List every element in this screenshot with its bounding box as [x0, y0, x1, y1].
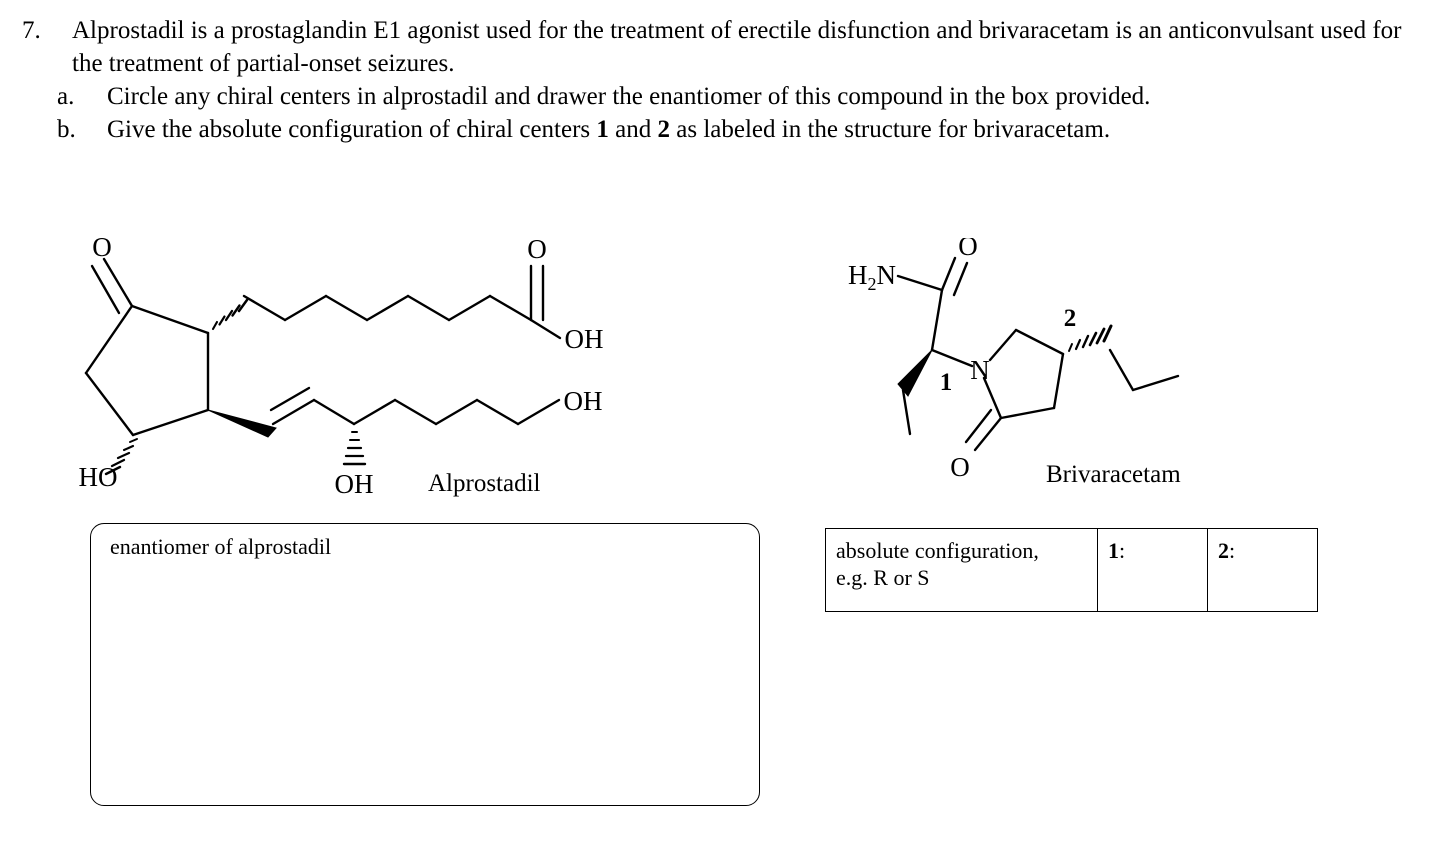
bond-lower-3 [393, 398, 438, 426]
bond-stereo1-n [930, 348, 974, 368]
bond-ring-c3-c4 [131, 408, 210, 437]
question-part-b: b. Give the absolute configuration of ch… [22, 113, 1432, 146]
config-cell-1-label: 1 [1108, 538, 1119, 563]
atom-label-lactam-oxygen: O [950, 452, 970, 482]
bond-ring-c3-c2 [999, 406, 1056, 420]
config-cell-2-label: 2 [1218, 538, 1229, 563]
part-b-text-after: as labeled in the structure for brivarac… [670, 116, 1111, 143]
bond-amide-co-double-a [940, 256, 957, 292]
part-b-text-before: Give the absolute configuration of chira… [107, 116, 597, 143]
atom-label-carboxyl-hydroxyl: OH [565, 324, 604, 354]
absolute-configuration-table: absolute configuration, e.g. R or S 1: 2… [825, 528, 1318, 612]
bond-ketone-double-a [102, 257, 134, 308]
table-row: absolute configuration, e.g. R or S 1: 2… [825, 528, 1318, 612]
bond-ring-c4-c3 [1052, 352, 1065, 410]
config-cell-2-colon: : [1229, 538, 1236, 563]
part-b-locant-2: 2 [657, 116, 671, 143]
bond-ring-n-c5 [988, 328, 1018, 362]
bond-carboxyl-oh [529, 318, 562, 340]
amide-n-subscript: 2 [868, 274, 877, 294]
question-block: 7. Alprostadil is a prostaglandin E1 ago… [22, 14, 1432, 146]
bond-lower-2 [352, 398, 397, 426]
brivaracetam-name-label: Brivaracetam [1046, 461, 1181, 488]
question-number: 7. [22, 17, 41, 44]
bond-upper-3 [324, 294, 369, 322]
bond-propyl-1 [1108, 348, 1135, 392]
part-a-text: Circle any chiral centers in alprostadil… [107, 83, 1151, 110]
part-b-text: Give the absolute configuration of chira… [107, 113, 1432, 146]
atom-label-chain-hydroxyl: OH [335, 469, 374, 499]
alprostadil-structure: O HO O OH OH OH Alprostadil [60, 228, 720, 508]
atom-label-carboxyl-oxygen: O [527, 234, 547, 264]
alprostadil-name-label: Alprostadil [428, 470, 541, 497]
bond-upper-5 [406, 294, 451, 322]
config-description-line2: e.g. R or S [836, 565, 930, 590]
brivaracetam-structure: H2N O N O 1 2 Brivaracetam [820, 238, 1290, 498]
bond-ethyl-terminal [901, 388, 912, 436]
config-answer-cell-1[interactable]: 1: [1097, 528, 1208, 612]
part-b-text-mid: and [608, 116, 658, 143]
bond-amide-c-stereo1 [930, 288, 944, 352]
config-description-cell: absolute configuration, e.g. R or S [825, 528, 1098, 612]
bold-wedge-stereo1-ethyl [897, 349, 933, 397]
bond-alkene-a [271, 398, 316, 426]
bond-ring-c4-c5 [84, 371, 135, 437]
atom-label-ketone-oxygen: O [92, 232, 112, 262]
bond-amide-n-c [896, 274, 944, 292]
bond-alkene-b [269, 386, 311, 412]
amide-n-n: N [877, 260, 897, 290]
hash-wedge-ring-upper [211, 298, 249, 331]
bond-upper-7 [488, 294, 533, 322]
bond-upper-2 [283, 294, 328, 322]
bond-ring-c2-n [982, 376, 1003, 420]
atom-label-amide-oxygen: O [958, 238, 978, 261]
bond-lower-4 [434, 398, 479, 426]
enantiomer-answer-box-label: enantiomer of alprostadil [110, 534, 332, 559]
part-b-locant-1: 1 [596, 116, 609, 143]
bond-propyl-2 [1131, 374, 1180, 392]
question-stem-row: 7. Alprostadil is a prostaglandin E1 ago… [22, 14, 1432, 80]
question-stem-text: Alprostadil is a prostaglandin E1 agonis… [72, 17, 1402, 77]
bond-lactam-double-b [964, 408, 993, 444]
part-a-marker: a. [57, 83, 75, 110]
bond-upper-4 [365, 294, 410, 322]
bond-lower-1 [312, 398, 356, 426]
hash-wedge-ring-hydroxyl [104, 438, 138, 476]
atom-label-ring-hydroxyl: HO [79, 462, 118, 492]
question-sub-list: a. Circle any chiral centers in alprosta… [22, 80, 1432, 146]
bond-lower-6 [516, 398, 561, 426]
atom-label-ring-nitrogen: N [970, 355, 990, 385]
hash-wedge-chain-hydroxyl [342, 431, 367, 466]
config-cell-1-colon: : [1119, 538, 1126, 563]
amide-n-h: H [848, 260, 868, 290]
atom-label-amide-nitrogen: H2N [848, 260, 896, 294]
bond-upper-6 [447, 294, 492, 322]
question-part-a: a. Circle any chiral centers in alprosta… [22, 80, 1432, 113]
hash-wedge-stereo2-propyl [1068, 324, 1113, 352]
atom-label-terminal-hydroxyl: OH [564, 386, 603, 416]
bond-ring-c5-c1 [84, 304, 134, 375]
enantiomer-answer-box[interactable] [90, 523, 760, 806]
bond-ketone-double-b [90, 264, 121, 315]
config-answer-cell-2[interactable]: 2: [1207, 528, 1318, 612]
bond-ring-c5-c4 [1014, 328, 1065, 356]
bond-upper-1 [242, 294, 287, 322]
locant-label-1: 1 [940, 369, 953, 396]
bold-wedge-ring-lower [207, 409, 277, 438]
part-b-marker: b. [57, 116, 76, 143]
bond-amide-co-double-b [952, 261, 969, 297]
bond-ring-c1-c2 [130, 304, 210, 335]
locant-label-2: 2 [1064, 305, 1077, 332]
bond-lactam-double-a [973, 416, 1003, 452]
bond-lower-5 [475, 398, 520, 426]
config-description-line1: absolute configuration, [836, 538, 1039, 563]
